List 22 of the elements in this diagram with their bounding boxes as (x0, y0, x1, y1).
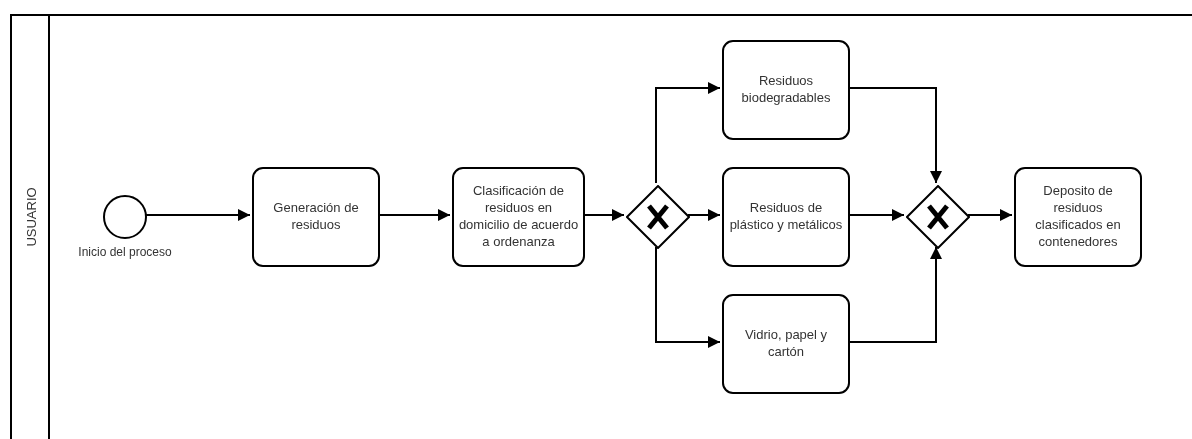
sequence-flow-arrow (967, 209, 1013, 221)
task-box (1014, 167, 1142, 267)
task-label: Residuos de plástico y metálicos (728, 200, 844, 234)
task-box (722, 40, 850, 140)
task-label: Deposito de residuos clasificados en contenedores (1034, 183, 1122, 251)
task-label: Residuos biodegradables (740, 73, 832, 107)
task-label: Vidrio, papel y cartón (743, 327, 829, 361)
event-caption: Inicio del proceso (78, 245, 172, 259)
lane-title: USUARIO (23, 187, 39, 247)
sequence-flow-arrow (655, 246, 721, 348)
swimlane-pool (10, 14, 1192, 439)
exclusive-gateway-diamond (906, 185, 970, 249)
task-box (722, 294, 850, 394)
sequence-flow-arrow (655, 82, 721, 184)
task-label: Clasificación de residuos en domicilio de acuerdo a ordenanza (458, 183, 579, 251)
task-label: Generación de residuos (272, 200, 360, 234)
exclusive-gateway-diamond (626, 185, 690, 249)
task-box (452, 167, 585, 267)
task-box (722, 167, 850, 267)
task-box (252, 167, 380, 267)
start-event-circle (103, 195, 147, 239)
sequence-flow-arrow (687, 209, 721, 221)
